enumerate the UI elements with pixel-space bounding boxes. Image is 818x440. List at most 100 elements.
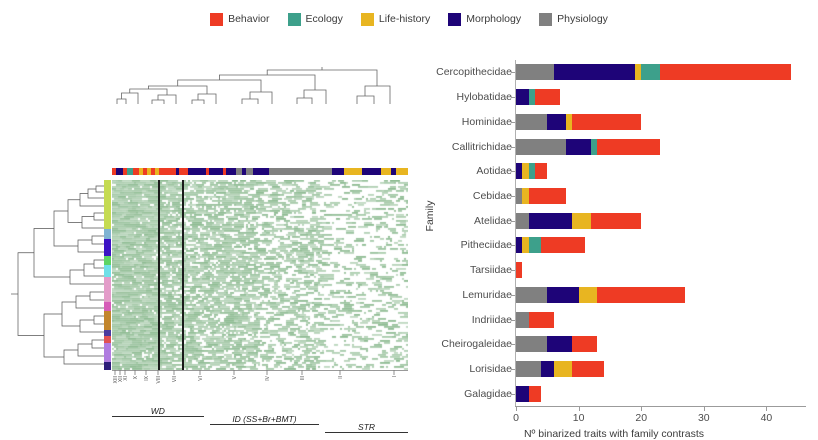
bar-segment-morphology[interactable]	[516, 89, 529, 106]
bar-row[interactable]	[516, 286, 686, 303]
bar-segment-life-history[interactable]	[522, 237, 529, 254]
bar-segment-life-history[interactable]	[566, 113, 573, 130]
bar-segment-behavior[interactable]	[591, 212, 642, 229]
bar-row[interactable]	[516, 64, 792, 81]
bar-segment-behavior[interactable]	[572, 113, 642, 130]
bar-row[interactable]	[516, 187, 567, 204]
y-axis-title: Family	[424, 200, 436, 232]
bar-segment-behavior[interactable]	[541, 237, 585, 254]
bar-row[interactable]	[516, 385, 542, 402]
y-axis-tick	[511, 270, 515, 272]
bar-row[interactable]	[516, 237, 585, 254]
bar-segment-morphology[interactable]	[516, 385, 529, 402]
row-colorbar-cell	[104, 180, 111, 230]
bar-segment-morphology[interactable]	[547, 113, 567, 130]
bar-segment-physiology[interactable]	[516, 311, 529, 328]
bar-segment-physiology[interactable]	[516, 113, 548, 130]
bar-segment-behavior[interactable]	[597, 286, 686, 303]
bar-row[interactable]	[516, 89, 560, 106]
bar-segment-behavior[interactable]	[528, 385, 542, 402]
bar-segment-morphology[interactable]	[516, 237, 523, 254]
bar-segment-behavior[interactable]	[534, 89, 560, 106]
bar-segment-behavior[interactable]	[516, 262, 523, 279]
row-colorbar-cell	[104, 255, 111, 266]
column-colorbar-cell	[123, 168, 128, 175]
column-dendrogram	[116, 67, 391, 104]
x-axis-tick-label: 10	[572, 412, 585, 424]
row-colorbar-cell	[104, 362, 111, 370]
bar-segment-physiology[interactable]	[516, 64, 554, 81]
legend-item-label: Morphology	[466, 13, 522, 25]
bar-segment-physiology[interactable]	[516, 212, 529, 229]
legend-item-ecology[interactable]: Ecology	[287, 12, 343, 26]
bar-segment-life-history[interactable]	[572, 212, 592, 229]
column-axis	[112, 370, 408, 375]
bar-segment-physiology[interactable]	[516, 360, 542, 377]
bar-category-label: Cebidae	[472, 189, 512, 202]
column-tick-label: IX	[144, 376, 150, 381]
bar-segment-life-history[interactable]	[522, 187, 529, 204]
bar-row[interactable]	[516, 262, 523, 279]
bar-segment-ecology[interactable]	[641, 64, 660, 81]
bar-category-label: Pitheciidae	[460, 239, 512, 252]
bar-segment-ecology[interactable]	[591, 138, 598, 155]
bar-segment-morphology[interactable]	[547, 286, 579, 303]
legend-item-morphology[interactable]: Morphology	[448, 12, 522, 26]
bar-row[interactable]	[516, 113, 642, 130]
bar-category-label: Tarsiidae	[469, 264, 512, 277]
legend: Behavior Ecology Life-history Morphology Phy…	[0, 8, 818, 30]
bar-segment-behavior[interactable]	[528, 311, 554, 328]
bar-segment-behavior[interactable]	[528, 187, 567, 204]
column-colorbar-cell	[146, 168, 152, 175]
bar-segment-morphology[interactable]	[566, 138, 592, 155]
y-axis-tick	[511, 294, 515, 296]
column-colorbar-cell	[188, 168, 207, 175]
x-axis-tick	[578, 407, 580, 411]
bar-segment-ecology[interactable]	[528, 163, 535, 180]
bar-segment-morphology[interactable]	[547, 336, 573, 353]
bar-segment-behavior[interactable]	[572, 336, 598, 353]
column-colorbar-cell	[155, 168, 160, 175]
legend-item-life-history[interactable]: Life-history	[360, 12, 430, 26]
bar-segment-behavior[interactable]	[534, 163, 548, 180]
bar-segment-behavior[interactable]	[597, 138, 660, 155]
bar-segment-behavior[interactable]	[572, 360, 604, 377]
bar-segment-life-history[interactable]	[553, 360, 573, 377]
bar-segment-life-history[interactable]	[578, 286, 598, 303]
bar-row[interactable]	[516, 311, 554, 328]
bar-segment-life-history[interactable]	[634, 64, 642, 81]
y-axis-tick	[511, 220, 515, 222]
bar-segment-life-history[interactable]	[522, 163, 529, 180]
bar-segment-physiology[interactable]	[516, 286, 548, 303]
bar-segment-morphology[interactable]	[528, 212, 573, 229]
column-tick-label: X	[133, 376, 139, 380]
bar-segment-physiology[interactable]	[516, 138, 567, 155]
row-colorbar-cell	[104, 330, 111, 336]
bar-segment-behavior[interactable]	[659, 64, 792, 81]
bar-row[interactable]	[516, 360, 604, 377]
bar-category-label: Hominidae	[461, 115, 512, 128]
y-axis-tick	[511, 393, 515, 395]
bar-segment-physiology[interactable]	[516, 336, 548, 353]
bar-segment-physiology[interactable]	[516, 187, 523, 204]
bar-row[interactable]	[516, 138, 660, 155]
bar-row[interactable]	[516, 163, 548, 180]
legend-swatch-icon	[360, 12, 374, 26]
x-axis-tick-label: 20	[635, 412, 648, 424]
bar-segment-morphology[interactable]	[541, 360, 554, 377]
y-axis-tick	[511, 245, 515, 247]
column-tick-label: IV	[265, 376, 271, 381]
legend-item-behavior[interactable]: Behavior	[210, 12, 270, 26]
legend-item-physiology[interactable]: Physiology	[539, 12, 608, 26]
bar-row[interactable]	[516, 212, 642, 229]
bar-segment-ecology[interactable]	[528, 237, 542, 254]
bar-segment-morphology[interactable]	[553, 64, 635, 81]
bar-category-label: Cercopithecidae	[436, 66, 512, 79]
trait-heatmap	[112, 180, 408, 370]
bar-segment-morphology[interactable]	[516, 163, 523, 180]
bar-row[interactable]	[516, 336, 598, 353]
family-contrast-barchart-panel: Nº binarized traits with family contrast…	[410, 34, 818, 440]
row-colorbar-cell	[104, 311, 111, 331]
column-colorbar-cell	[225, 168, 236, 175]
bar-segment-ecology[interactable]	[528, 89, 535, 106]
